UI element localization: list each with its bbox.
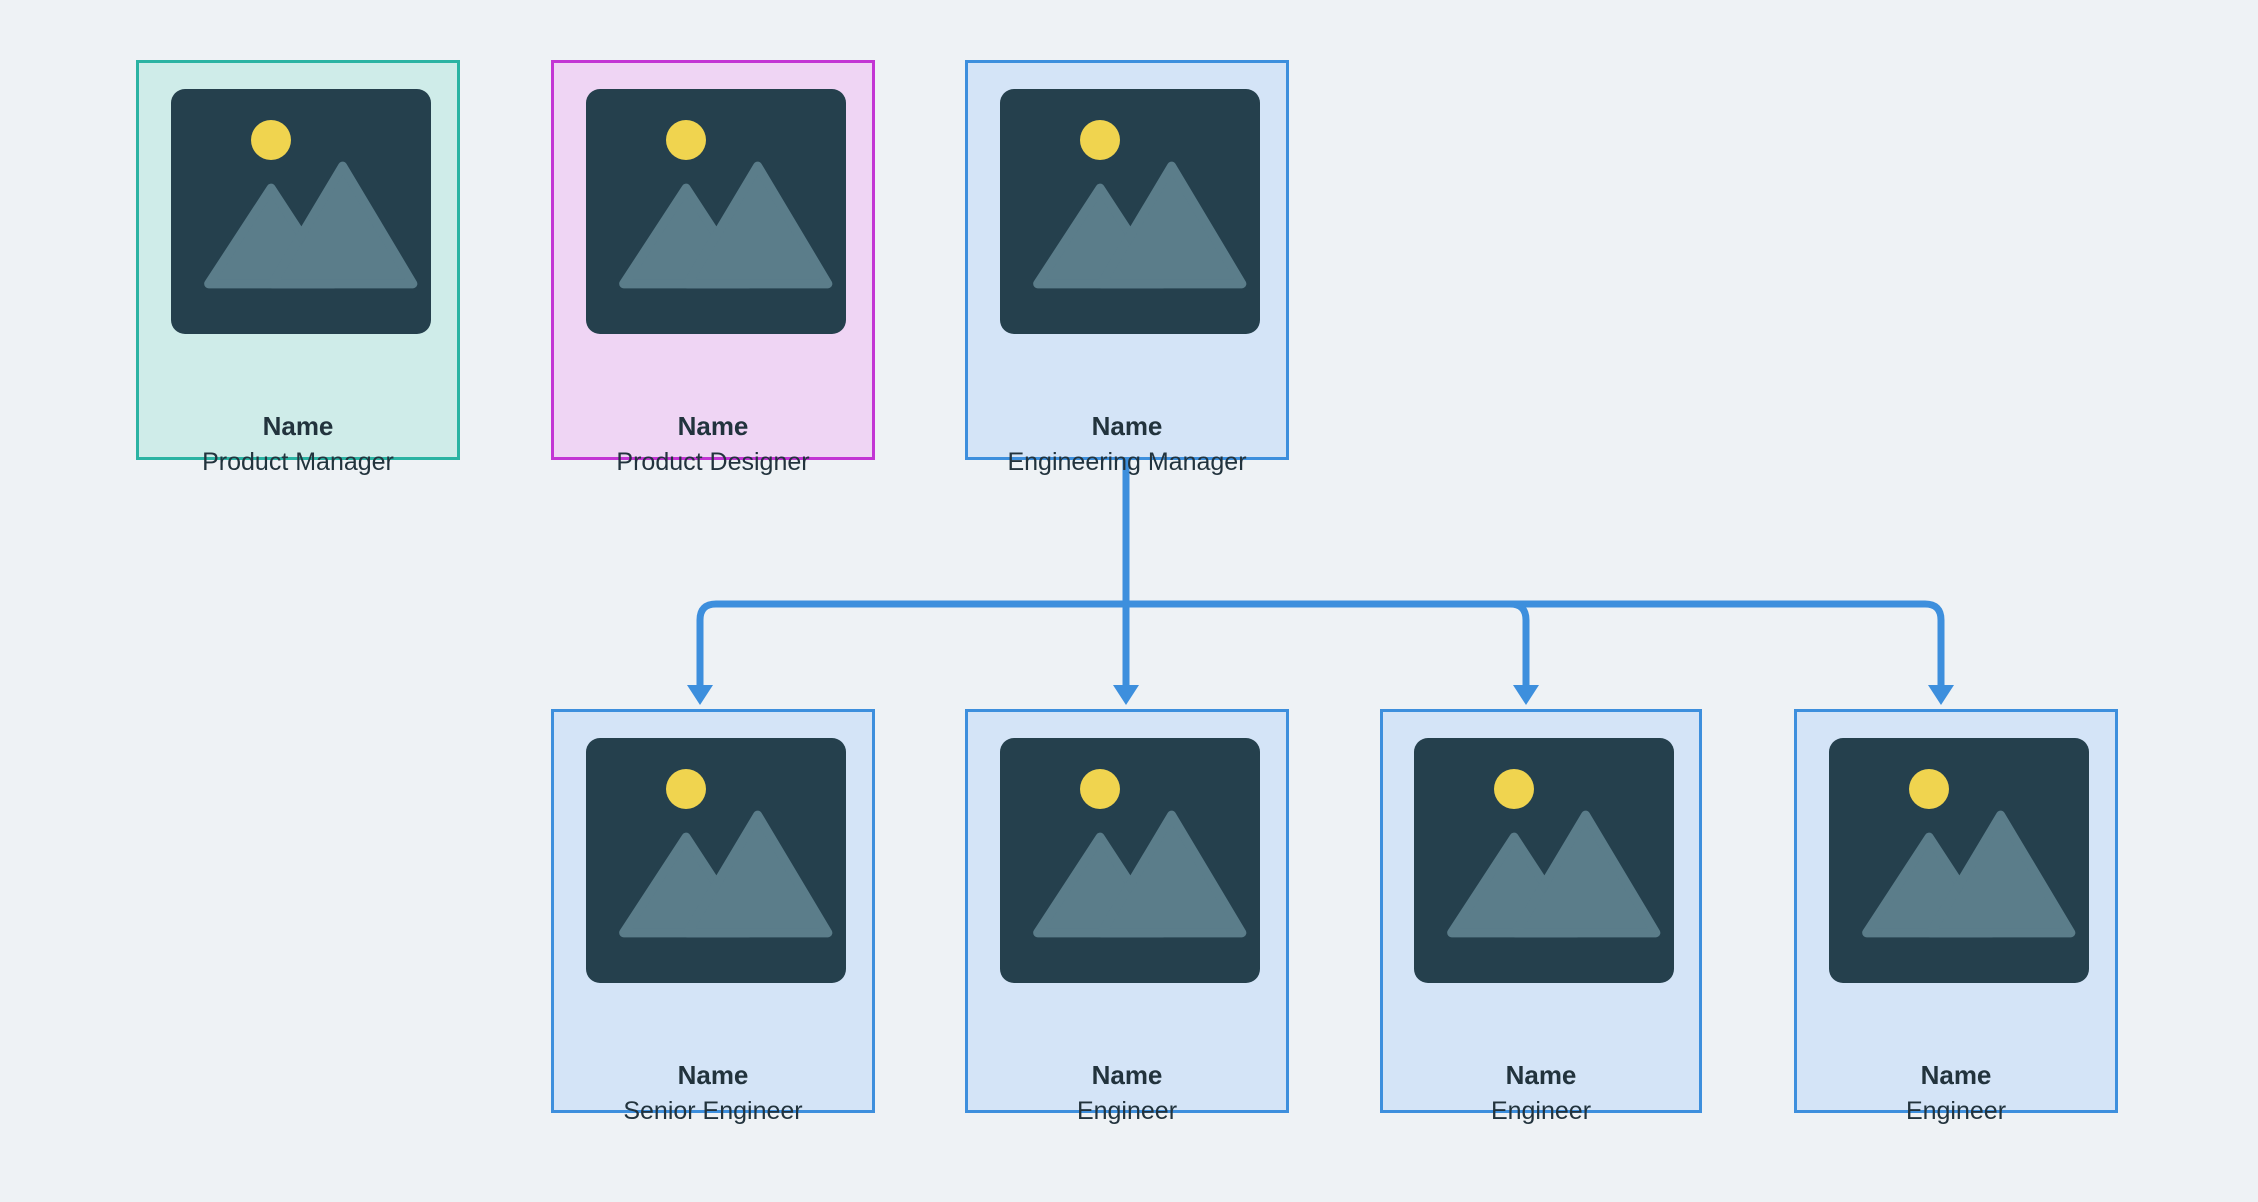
- sun-icon: [1493, 768, 1535, 809]
- person-name: Name: [1091, 411, 1163, 441]
- person-name: Name: [1920, 1060, 1992, 1090]
- person-name: Name: [262, 411, 334, 441]
- image-placeholder-icon: [1000, 89, 1260, 334]
- sun-icon: [250, 119, 292, 160]
- connector-arrowhead-4: [1928, 685, 1954, 705]
- sun-icon: [1908, 768, 1950, 809]
- sun-icon: [665, 768, 707, 809]
- image-placeholder-icon: [1414, 738, 1674, 983]
- person-role: Product Designer: [616, 447, 810, 476]
- person-role: Senior Engineer: [623, 1096, 803, 1125]
- person-name: Name: [1091, 1060, 1163, 1090]
- mountain-glyph: [1033, 810, 1247, 938]
- image-placeholder-icon: [586, 89, 846, 334]
- image-placeholder-icon: [171, 89, 431, 334]
- mountain-glyph: [619, 810, 833, 938]
- connector-arrowhead-3: [1513, 685, 1539, 705]
- person-role: Engineering Manager: [1007, 447, 1247, 476]
- person-role: Product Manager: [202, 447, 394, 476]
- image-placeholder-icon: [586, 738, 846, 983]
- mountain-glyph: [204, 161, 418, 289]
- sun-icon: [1079, 119, 1121, 160]
- sun-icon: [1079, 768, 1121, 809]
- connector-arrowhead-2: [1113, 685, 1139, 705]
- connector-branch-1: [696, 600, 1126, 689]
- person-role: Engineer: [1076, 1096, 1178, 1125]
- sun-icon: [665, 119, 707, 160]
- connector-branch-4: [1126, 600, 1945, 689]
- person-role: Engineer: [1490, 1096, 1592, 1125]
- mountain-glyph: [1447, 810, 1661, 938]
- image-placeholder-icon: [1829, 738, 2089, 983]
- image-placeholder-icon: [1000, 738, 1260, 983]
- person-name: Name: [1505, 1060, 1577, 1090]
- connector-branch-3: [1126, 600, 1530, 689]
- connector-arrowhead-1: [687, 685, 713, 705]
- mountain-glyph: [619, 161, 833, 289]
- mountain-glyph: [1033, 161, 1247, 289]
- person-role: Engineer: [1905, 1096, 2007, 1125]
- person-name: Name: [677, 411, 749, 441]
- person-name: Name: [677, 1060, 749, 1090]
- mountain-glyph: [1862, 810, 2076, 938]
